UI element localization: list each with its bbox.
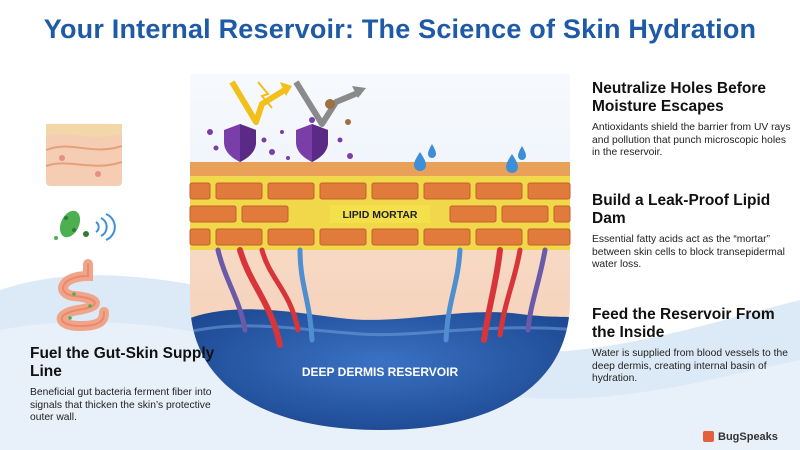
brick xyxy=(319,228,367,246)
info-block-lipid-dam: Build a Leak-Proof Lipid Dam Essential f… xyxy=(592,192,792,272)
lipid-mortar-label-bg xyxy=(330,205,430,223)
intestine-icon xyxy=(56,259,109,332)
brick xyxy=(267,182,315,200)
block-heading: Fuel the Gut-Skin Supply Line xyxy=(30,345,215,380)
brick xyxy=(475,228,523,246)
block-heading: Feed the Reservoir From the Inside xyxy=(592,306,775,341)
pollution-arrow-icon xyxy=(293,80,366,127)
pollution-particle-icon xyxy=(309,99,351,125)
brick xyxy=(501,205,549,223)
block-body: Essential fatty acids act as the “mortar… xyxy=(592,234,785,270)
page-title: Your Internal Reservoir: The Science of … xyxy=(43,14,757,44)
block-body: Water is supplied from blood vessels to … xyxy=(592,348,788,384)
brick xyxy=(189,228,211,246)
brick xyxy=(423,228,471,246)
brick xyxy=(189,182,211,200)
brand-name: BugSpeaks xyxy=(718,431,778,443)
lightning-arrow-icon xyxy=(229,80,292,125)
lipid-mortar-label: LIPID MORTAR xyxy=(342,209,417,221)
block-heading: Build a Leak-Proof Lipid Dam xyxy=(592,192,771,227)
dermis-reservoir-label: DEEP DERMIS RESERVOIR xyxy=(302,365,459,379)
brick xyxy=(423,182,471,200)
brick xyxy=(215,182,263,200)
brick xyxy=(319,182,367,200)
block-body: Antioxidants shield the barrier from UV … xyxy=(592,122,791,158)
brick xyxy=(189,205,237,223)
brick xyxy=(371,228,419,246)
brick xyxy=(527,228,571,246)
brick xyxy=(267,228,315,246)
info-block-antioxidants: Neutralize Holes Before Moisture Escapes… xyxy=(592,80,792,160)
brick xyxy=(215,228,263,246)
brick-wall xyxy=(189,182,571,246)
info-block-gut-skin: Fuel the Gut-Skin Supply Line Beneficial… xyxy=(30,345,220,425)
brick xyxy=(449,205,497,223)
brick xyxy=(371,182,419,200)
brick xyxy=(475,182,523,200)
water-drop-icon xyxy=(414,144,526,173)
shield-icon-left xyxy=(224,124,256,162)
brick xyxy=(553,205,571,223)
brand-logo-icon xyxy=(703,431,714,442)
brick xyxy=(241,205,289,223)
skin-section-icon xyxy=(45,124,123,186)
block-heading: Neutralize Holes Before Moisture Escapes xyxy=(592,80,766,115)
shield-icon-right xyxy=(296,124,328,162)
blood-vessels xyxy=(215,247,548,348)
antioxidant-dots xyxy=(207,129,353,160)
block-body: Beneficial gut bacteria ferment fiber in… xyxy=(30,387,212,423)
brick xyxy=(527,182,571,200)
gut-bacteria-icon xyxy=(54,210,116,241)
info-block-reservoir: Feed the Reservoir From the Inside Water… xyxy=(592,306,792,386)
